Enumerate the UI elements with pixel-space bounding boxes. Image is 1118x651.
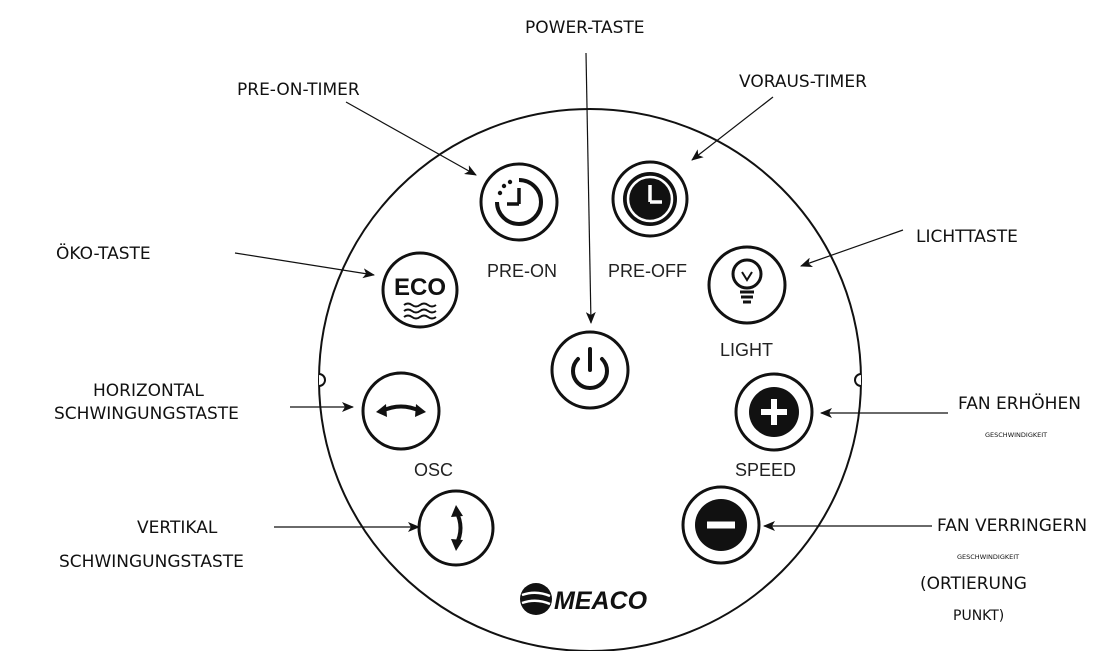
vertical-label-line2: SCHWINGUNGSTASTE xyxy=(59,552,244,572)
vertical-oscillation-button[interactable] xyxy=(417,489,495,567)
timer-icon xyxy=(495,178,543,226)
pre-off-button[interactable] xyxy=(611,160,689,238)
minus-icon xyxy=(695,499,747,551)
vertical-swing-icon xyxy=(451,505,463,551)
light-arrow xyxy=(800,229,904,268)
horizontal-oscillation-button[interactable] xyxy=(361,371,441,451)
horizontal-label-line1: HORIZONTAL xyxy=(93,381,204,401)
speed-increase-button[interactable] xyxy=(734,372,814,452)
osc-button-label: OSC xyxy=(414,460,453,480)
meaco-logo: MEACO xyxy=(520,583,648,615)
brand-name: MEACO xyxy=(554,587,648,615)
pre-on-timer-label: PRE-ON-TIMER xyxy=(237,80,360,100)
voraus-arrow xyxy=(691,96,774,161)
clock-icon xyxy=(623,172,677,226)
power-button[interactable] xyxy=(550,330,630,410)
power-label: POWER-TASTE xyxy=(525,18,645,38)
orientation-label-line1: (ORTIERUNG xyxy=(920,574,1027,594)
horizontal-label-line2: SCHWINGUNGSTASTE xyxy=(54,404,239,424)
left-orientation-notch xyxy=(318,373,326,387)
power-icon xyxy=(571,347,609,391)
plus-icon xyxy=(749,387,799,437)
horizontal-swing-icon xyxy=(376,404,426,417)
eco-label: ÖKO-TASTE xyxy=(56,242,151,264)
speed-decrease-button[interactable] xyxy=(681,485,761,565)
pre-on-button-label: PRE-ON xyxy=(487,261,557,281)
pre-off-button-label: PRE-OFF xyxy=(608,261,687,281)
orientation-label-line2: PUNKT) xyxy=(953,608,1004,624)
vertical-label-line1: VERTIKAL xyxy=(137,518,218,538)
fan-down-label: FAN VERRINGERN xyxy=(937,516,1087,536)
voraus-timer-label: VORAUS-TIMER xyxy=(739,72,867,92)
eco-button-label: ECO xyxy=(394,274,446,301)
fan-down-small-label: GESCHWINDIGKEIT xyxy=(957,553,1019,561)
speed-button-label: SPEED xyxy=(735,460,796,480)
light-bulb-icon xyxy=(731,258,763,304)
eco-button[interactable]: ECO xyxy=(381,251,459,329)
fan-up-label: FAN ERHÖHEN xyxy=(958,392,1081,414)
fan-up-small-label: GESCHWINDIGKEIT xyxy=(985,431,1047,439)
pre-on-button[interactable] xyxy=(479,162,559,242)
eco-arrow xyxy=(234,252,375,279)
wave-icon xyxy=(403,302,437,320)
meaco-swirl-icon xyxy=(520,583,552,615)
light-button-label: LIGHT xyxy=(720,340,773,360)
pre-on-arrow xyxy=(345,101,477,176)
power-arrow xyxy=(585,52,596,324)
light-button[interactable] xyxy=(707,245,787,325)
light-label: LICHTTASTE xyxy=(916,227,1018,247)
right-orientation-notch xyxy=(854,373,862,387)
